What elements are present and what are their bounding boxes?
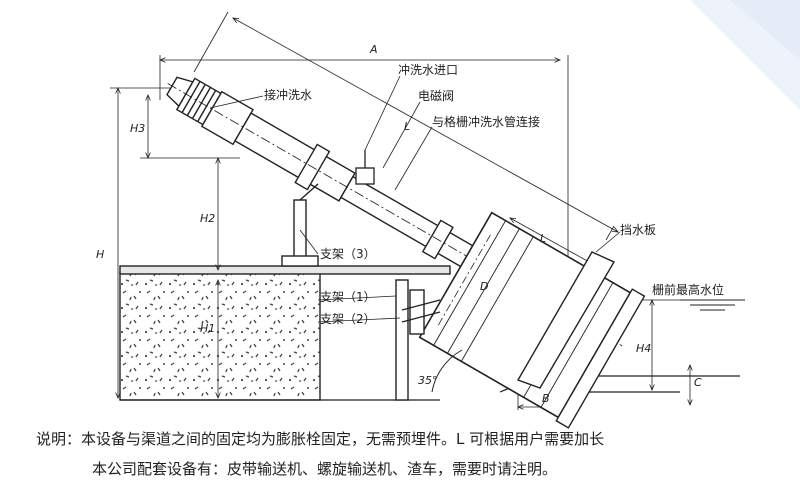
equipment-drawing: A H H3 H2 H1 H4 C B D L L 35° 接冲洗水 冲洗水进口… bbox=[96, 11, 745, 429]
component-labels: 接冲洗水 冲洗水进口 电磁阀 与格栅冲洗水管连接 支架（3） 支架（1） 支架（… bbox=[264, 62, 724, 326]
label-bracket-2: 支架（2） bbox=[320, 312, 376, 326]
corner-decoration bbox=[690, 0, 800, 110]
dim-b: B bbox=[542, 392, 550, 405]
angle-arc bbox=[431, 349, 463, 393]
label-baffle: 挡水板 bbox=[620, 223, 656, 237]
note-line-2: 本公司配套设备有：皮带输送机、螺旋输送机、渣车，需要时请注明。 bbox=[92, 460, 558, 478]
ground-line bbox=[120, 391, 680, 401]
platform-slab bbox=[119, 265, 451, 275]
label-solenoid-valve: 电磁阀 bbox=[418, 88, 454, 103]
concrete-foundation bbox=[119, 271, 321, 401]
baffle-plate bbox=[516, 251, 615, 389]
label-bracket-1: 支架（1） bbox=[320, 290, 376, 304]
label-flush-water: 接冲洗水 bbox=[264, 87, 312, 102]
label-bracket-3: 支架（3） bbox=[320, 247, 376, 261]
leader-lines bbox=[209, 75, 621, 323]
bracket-1-2-support bbox=[395, 279, 441, 401]
label-connect-pipe: 与格栅冲洗水管连接 bbox=[432, 114, 540, 129]
dim-c: C bbox=[694, 376, 702, 389]
dim-h1: H1 bbox=[200, 322, 215, 335]
dimension-labels: A H H3 H2 H1 H4 C B D L L 35° bbox=[96, 43, 702, 405]
dim-d: D bbox=[480, 280, 488, 293]
dim-h4: H4 bbox=[636, 342, 651, 355]
dim-h3: H3 bbox=[130, 122, 145, 135]
dimension-lines bbox=[110, 11, 700, 410]
water-level-mark bbox=[680, 299, 745, 311]
bracket-3-support bbox=[281, 183, 319, 267]
dim-l: L bbox=[540, 232, 546, 245]
dim-h: H bbox=[96, 248, 104, 261]
valve bbox=[355, 150, 375, 185]
dim-h2: H2 bbox=[200, 212, 215, 225]
dim-l-leader: L bbox=[404, 120, 410, 133]
label-flush-inlet: 冲洗水进口 bbox=[398, 62, 458, 77]
dim-angle: 35° bbox=[418, 374, 438, 387]
dim-a: A bbox=[369, 43, 378, 56]
label-max-water-level: 栅前最高水位 bbox=[652, 282, 724, 297]
note-line-1: 说明：本设备与渠道之间的固定均为膨胀栓固定，无需预埋件。L 可根据用户需要加长 bbox=[36, 430, 605, 448]
